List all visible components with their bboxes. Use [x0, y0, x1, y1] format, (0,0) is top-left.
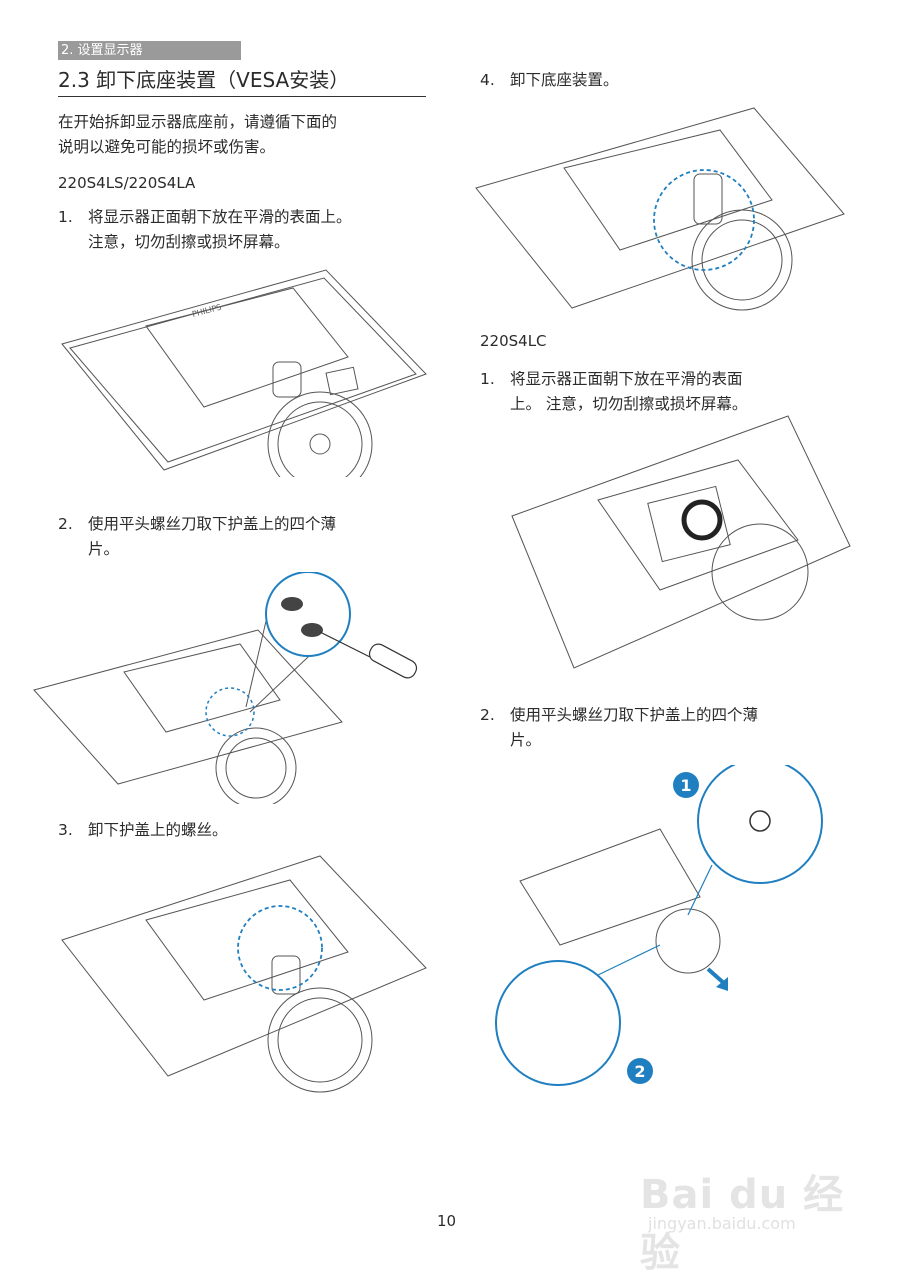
- lc-facedown-figure: [508, 412, 853, 672]
- callout-1: 1: [673, 772, 699, 798]
- screwdriver-tabs-figure: [30, 572, 430, 804]
- intro-text: 在开始拆卸显示器底座前，请遵循下面的 说明以避免可能的损坏或伤害。: [58, 110, 337, 160]
- intro-line: 说明以避免可能的损坏或伤害。: [58, 138, 276, 156]
- step-number: 1.: [480, 370, 495, 388]
- step-1-lc: 1. 将显示器正面朝下放在平滑的表面 上。 注意，切勿刮擦或损坏屏幕。: [480, 367, 850, 417]
- step-4-ls: 4. 卸下底座装置。: [480, 68, 850, 93]
- page-title: 2.3 卸下底座装置（VESA安装）: [58, 66, 426, 97]
- step-3-ls: 3. 卸下护盖上的螺丝。: [58, 818, 428, 843]
- step-number: 2.: [480, 706, 495, 724]
- page-number: 10: [437, 1212, 457, 1230]
- step-line: 将显示器正面朝下放在平滑的表面上。: [88, 208, 352, 226]
- step-line: 将显示器正面朝下放在平滑的表面: [510, 370, 743, 388]
- step-number: 4.: [480, 71, 495, 89]
- section-tag: 2. 设置显示器: [58, 41, 241, 60]
- step-line: 使用平头螺丝刀取下护盖上的四个薄: [510, 706, 759, 724]
- step-line: 片。: [88, 540, 120, 558]
- arrow-icon: [706, 967, 728, 991]
- model-heading-ls: 220S4LS/220S4LA: [58, 174, 196, 192]
- brand-label: PHILIPS: [191, 302, 222, 318]
- step-line: 注意，切勿刮擦或损坏屏幕。: [88, 233, 290, 251]
- model-heading-lc: 220S4LC: [480, 332, 547, 350]
- baidu-watermark: Bai du 经验 jingyan.baidu.com: [640, 1150, 880, 1276]
- step-line: 上。 注意，切勿刮擦或损坏屏幕。: [510, 395, 748, 413]
- lc-remove-cover-figure: 1 2: [490, 765, 835, 1095]
- step-number: 2.: [58, 515, 73, 533]
- step-line: 卸下底座装置。: [510, 71, 619, 89]
- svg-text:2: 2: [634, 1062, 645, 1081]
- callout-2: 2: [627, 1058, 653, 1084]
- step-2-ls: 2. 使用平头螺丝刀取下护盖上的四个薄 片。: [58, 512, 428, 562]
- remove-screws-figure: [58, 848, 428, 1093]
- step-line: 使用平头螺丝刀取下护盖上的四个薄: [88, 515, 337, 533]
- monitor-facedown-figure: PHILIPS: [58, 262, 428, 477]
- step-number: 1.: [58, 208, 73, 226]
- watermark-text: Bai du 经验: [640, 1172, 845, 1276]
- watermark-url: jingyan.baidu.com: [648, 1214, 796, 1233]
- step-line: 卸下护盖上的螺丝。: [88, 821, 228, 839]
- step-2-lc: 2. 使用平头螺丝刀取下护盖上的四个薄 片。: [480, 703, 850, 753]
- step-1-ls: 1. 将显示器正面朝下放在平滑的表面上。 注意，切勿刮擦或损坏屏幕。: [58, 205, 428, 255]
- remove-stand-figure: [472, 102, 847, 317]
- svg-text:1: 1: [680, 776, 691, 795]
- intro-line: 在开始拆卸显示器底座前，请遵循下面的: [58, 113, 338, 131]
- step-number: 3.: [58, 821, 73, 839]
- step-line: 片。: [510, 731, 542, 749]
